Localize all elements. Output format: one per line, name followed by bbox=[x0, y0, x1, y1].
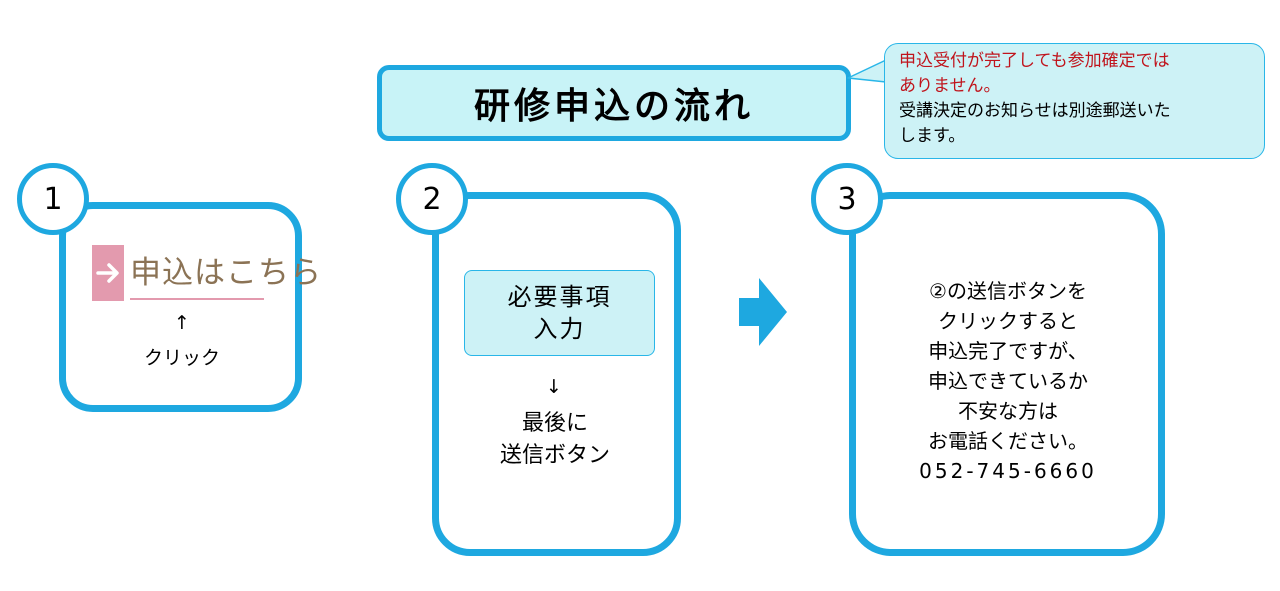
step-1-number: 1 bbox=[17, 163, 89, 235]
notice-callout: 申込受付が完了しても参加確定では ありません。 受講決定のお知らせは別途郵送いた… bbox=[884, 43, 1265, 159]
step-2-caption-line-1: 最後に bbox=[521, 411, 588, 436]
arrow-right-icon bbox=[96, 263, 119, 283]
step-1-up-arrow: ↑ bbox=[174, 312, 190, 334]
apply-here-button[interactable]: 申込はこちら bbox=[92, 245, 321, 301]
title-box: 研修申込の流れ bbox=[377, 65, 851, 141]
step-2-caption: 最後に 送信ボタン bbox=[480, 408, 630, 472]
apply-button-label: 申込はこちら bbox=[130, 255, 322, 291]
next-step-arrow-icon bbox=[739, 278, 787, 346]
notice-line-4: します。 bbox=[899, 126, 966, 146]
step-3-number: 3 bbox=[811, 163, 883, 235]
step-3-line-2: クリックすると bbox=[938, 309, 1078, 333]
step-2-number: 2 bbox=[396, 163, 468, 235]
step-3-line-1: ②の送信ボタンを bbox=[929, 279, 1087, 303]
step-2-box bbox=[432, 192, 681, 556]
required-input-box: 必要事項 入力 bbox=[464, 270, 655, 356]
step-1-caption: クリック bbox=[143, 347, 220, 369]
step-2-down-arrow: ↓ bbox=[546, 376, 562, 398]
step-3-line-6: お電話ください。 bbox=[928, 429, 1088, 453]
step-3-box bbox=[849, 192, 1165, 556]
input-box-line-1: 必要事項 bbox=[507, 283, 612, 311]
page-title: 研修申込の流れ bbox=[473, 86, 754, 127]
apply-underline bbox=[130, 298, 264, 300]
notice-line-3: 受講決定のお知らせは別途郵送いた bbox=[899, 101, 1171, 121]
step-2-caption-line-2: 送信ボタン bbox=[499, 443, 610, 468]
phone-number: 052-745-6660 bbox=[919, 459, 1097, 483]
step-3-line-4: 申込できているか bbox=[928, 369, 1088, 393]
step-3-line-3: 申込完了ですが、 bbox=[928, 339, 1088, 363]
apply-arrow-box bbox=[92, 245, 124, 301]
notice-line-2: ありません。 bbox=[899, 76, 1001, 96]
step-3-line-5: 不安な方は bbox=[958, 399, 1058, 423]
input-box-line-2: 入力 bbox=[533, 315, 586, 343]
step-1-box bbox=[59, 202, 302, 412]
notice-line-1: 申込受付が完了しても参加確定では bbox=[899, 51, 1170, 71]
step-3-description: ②の送信ボタンを クリックすると 申込完了ですが、 申込できているか 不安な方は… bbox=[858, 276, 1158, 486]
